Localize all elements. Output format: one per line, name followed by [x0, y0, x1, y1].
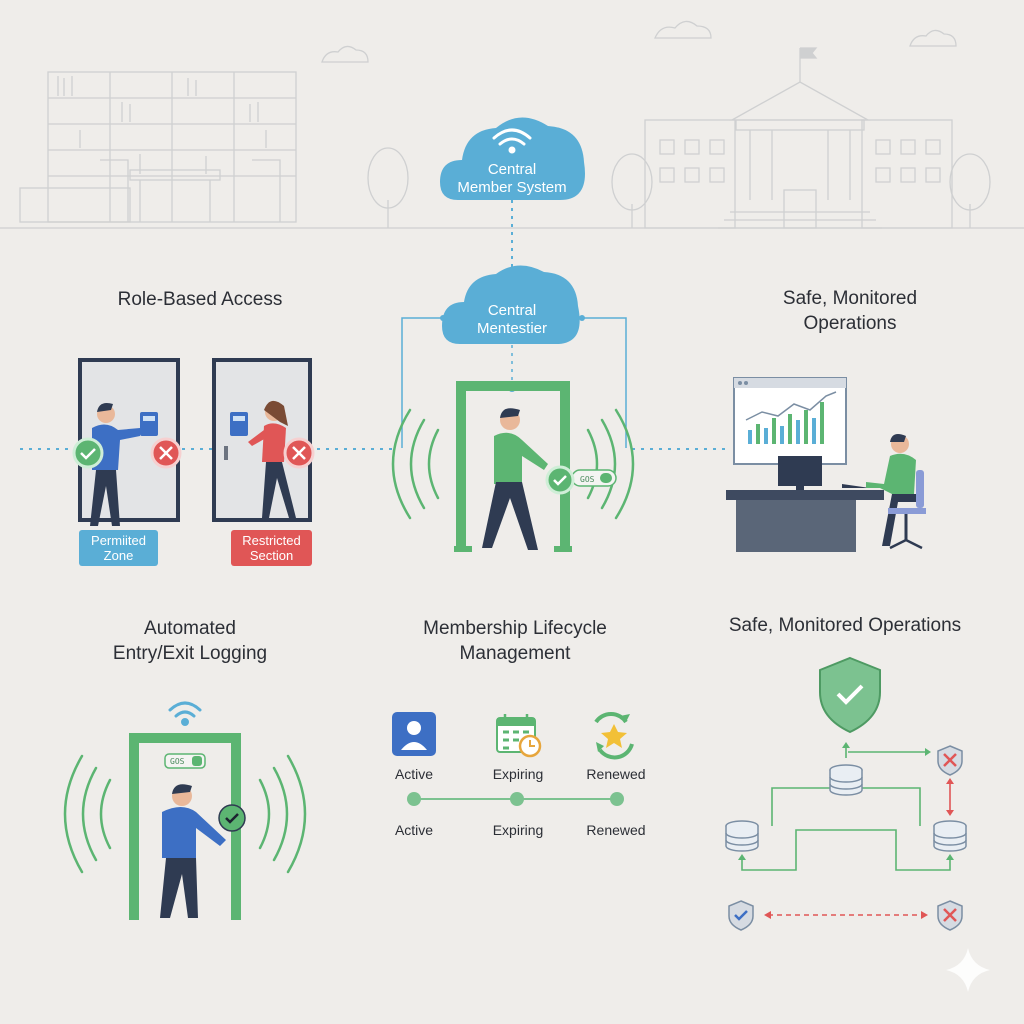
chart-icon	[745, 391, 837, 444]
bookshelf-icon	[47, 71, 297, 223]
restricted-section-badge: Restricted Section	[231, 530, 312, 566]
deny-icon	[150, 437, 182, 469]
deny-icon	[283, 437, 315, 469]
civic-building-icon	[644, 47, 953, 229]
wifi-icon	[492, 128, 532, 154]
section-title-safe-ops-top: Safe, Monitored Operations	[782, 288, 918, 334]
section-title-role-access: Role-Based Access	[117, 289, 283, 310]
shield-deny-icon	[937, 900, 963, 931]
timeline-label: Active	[394, 822, 434, 838]
shield-check-small-icon	[728, 900, 754, 931]
wifi-icon	[168, 701, 202, 726]
gate-tag: GOS	[170, 757, 185, 766]
central-member-system-cloud[interactable]	[440, 117, 585, 200]
cloud-label-top: Central Member System	[457, 161, 567, 196]
card-reader-icon	[230, 412, 248, 436]
check-icon	[218, 804, 246, 832]
check-icon	[545, 465, 575, 495]
timeline-node	[510, 792, 524, 806]
renew-star-icon	[594, 712, 634, 760]
monitoring-dashboard	[733, 377, 847, 465]
cloud-label-middle: Central Mentestier	[476, 302, 548, 337]
timeline-node	[610, 792, 624, 806]
gate-tag: GOS	[580, 475, 595, 484]
connector-lines	[20, 200, 726, 450]
database-icon	[725, 820, 759, 852]
seated-operator-icon	[866, 434, 926, 550]
database-icon	[933, 820, 967, 852]
background-scene	[0, 20, 1024, 229]
sparkle-icon	[946, 948, 990, 992]
shield-check-icon	[819, 656, 881, 734]
security-network-diagram	[725, 656, 967, 931]
database-icon	[829, 764, 863, 796]
timeline-label: Expiring	[492, 822, 544, 838]
signal-waves-icon	[391, 408, 635, 520]
woman-person-icon	[248, 400, 296, 518]
man-person-icon	[90, 403, 140, 526]
permitted-zone-badge: Permiited Zone	[79, 530, 158, 566]
lifecycle-icon-label: Expiring	[492, 766, 544, 782]
sky-cloud-icon	[321, 45, 369, 63]
lifecycle-timeline	[407, 792, 624, 806]
calendar-clock-icon	[496, 714, 542, 758]
member-profile-icon	[392, 712, 436, 756]
sky-cloud-icon	[909, 29, 957, 47]
tree-icon	[367, 147, 991, 228]
standing-man-icon	[160, 784, 226, 918]
lifecycle-icon-label: Active	[394, 766, 434, 782]
shield-deny-icon	[937, 745, 963, 776]
section-title-logging: Automated Entry/Exit Logging	[112, 618, 268, 664]
lifecycle-icon-label: Renewed	[586, 766, 646, 782]
timeline-node	[407, 792, 421, 806]
sky-cloud-icon	[654, 20, 712, 39]
timeline-label: Renewed	[586, 822, 646, 838]
walking-man-icon	[482, 408, 548, 550]
signal-waves-icon	[63, 754, 307, 874]
reading-table-icon	[19, 159, 281, 223]
desk-icon	[726, 456, 884, 552]
section-title-lifecycle: Membership Lifecycle Management	[423, 618, 607, 664]
check-icon	[72, 437, 104, 469]
section-title-safe-ops-bottom: Safe, Monitored Operations	[728, 615, 962, 636]
card-reader-icon	[140, 412, 158, 436]
